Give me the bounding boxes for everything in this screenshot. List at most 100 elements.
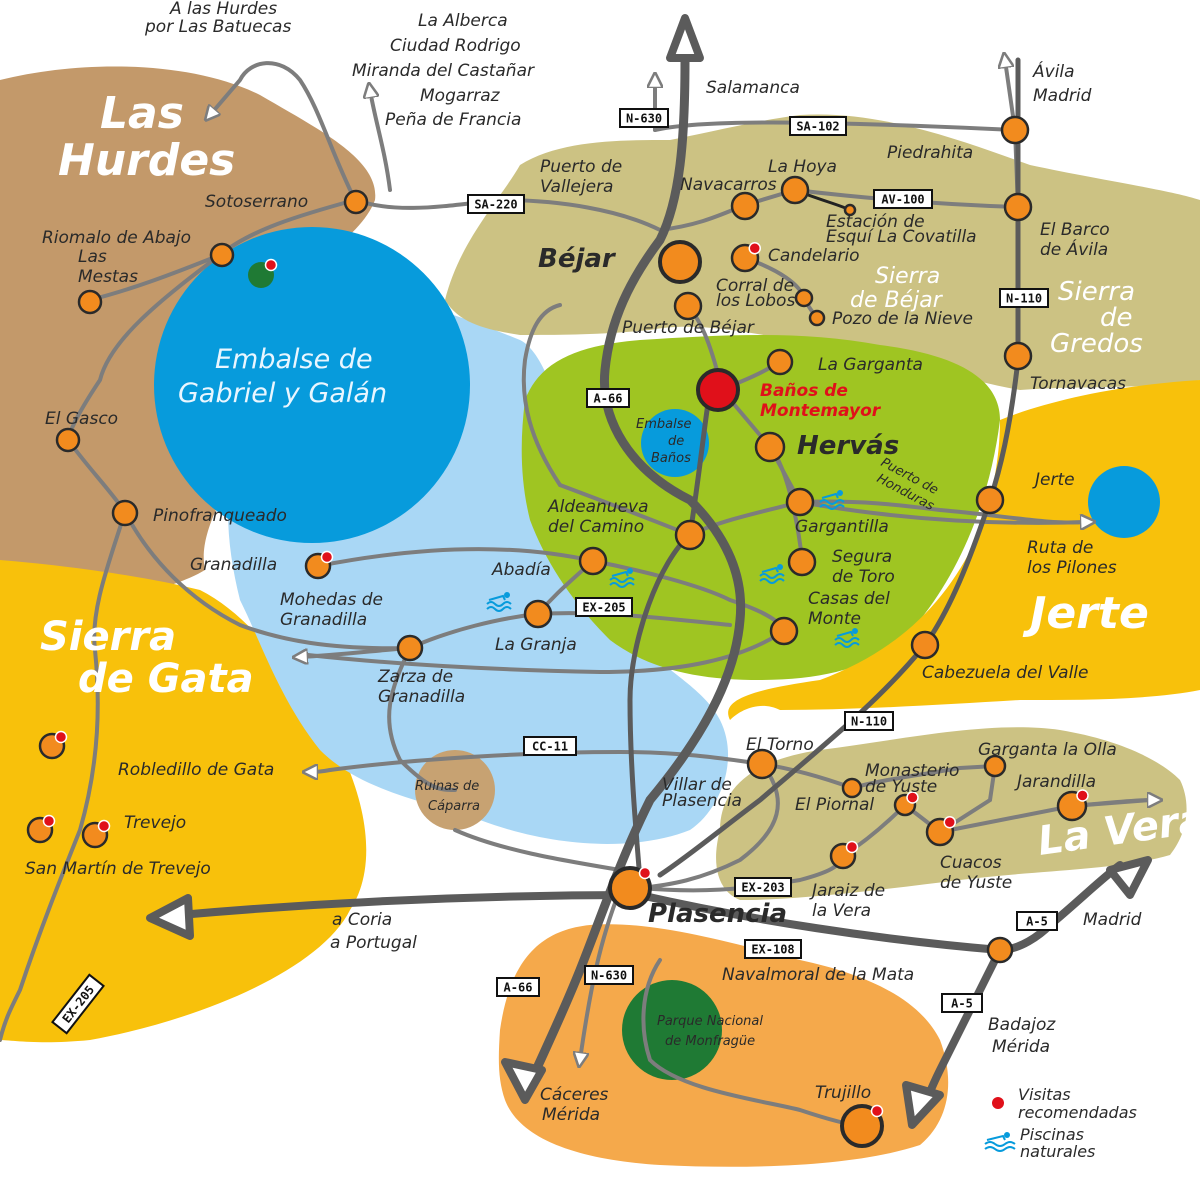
road-sign-cc11: CC-11 (523, 736, 577, 756)
road-sign-label: A-66 (504, 981, 533, 995)
town-marker-la-granja[interactable] (523, 599, 553, 629)
town-marker-casas[interactable] (769, 616, 799, 646)
town-marker-segura[interactable] (787, 547, 817, 577)
ruta-de-los-pilones-pool (1088, 466, 1160, 538)
town-marker-la-garganta[interactable] (766, 348, 794, 376)
town-marker-el-gasco[interactable] (55, 427, 81, 453)
dir-madrid-n: Madrid (1033, 86, 1092, 106)
town-marker-corral[interactable] (794, 288, 814, 308)
region-sierra-de-gata (0, 560, 367, 1043)
region-jerte (728, 380, 1200, 720)
town-label-monasterio-2: de Yuste (865, 777, 937, 797)
town-marker-el-torno[interactable] (746, 748, 778, 780)
region-label-jerte: Jerte (1022, 588, 1149, 639)
town-marker-cabezuela[interactable] (910, 630, 940, 660)
road-sign-a5-2: A-5 (941, 993, 983, 1013)
town-marker-sotoserrano[interactable] (343, 189, 369, 215)
town-label-casas-2: Monte (808, 609, 861, 629)
town-marker-tornavacas[interactable] (1003, 341, 1033, 371)
recommended-visit-dot-icon (1076, 789, 1089, 802)
legend-red-dot-icon (992, 1097, 1004, 1109)
town-marker-hervas[interactable] (754, 431, 786, 463)
road-sign-label: EX-203 (741, 881, 784, 895)
town-marker-mohedas[interactable] (396, 634, 424, 662)
town-label-hervas: Hervás (797, 431, 899, 461)
town-marker-el-piornal[interactable] (841, 777, 863, 799)
dir-hurdes-1: A las Hurdes (169, 0, 277, 19)
arrow-northeast-madrid (1106, 856, 1152, 899)
town-label-corral-1: Corral de (716, 276, 794, 296)
town-label-la-garganta: La Garganta (818, 355, 923, 375)
featured-town-marker[interactable] (696, 368, 740, 412)
road-sign-label: N-110 (1006, 292, 1042, 306)
dir-coria-1: a Coria (332, 910, 392, 930)
embalse-banos-label-3: Baños (651, 451, 691, 466)
town-marker-abadia[interactable] (578, 546, 608, 576)
town-marker-el-barco[interactable] (1003, 192, 1033, 222)
recommended-visit-dot-icon (264, 258, 278, 272)
road-sign-label: CC-11 (532, 740, 568, 754)
dir-badajoz: Badajoz (988, 1015, 1056, 1035)
swim-icons (486, 490, 860, 648)
town-marker-bejar[interactable] (658, 240, 702, 284)
dir-alberca-2: Ciudad Rodrigo (390, 36, 521, 56)
town-marker-las-mestas[interactable] (77, 289, 103, 315)
legend-visitas-1: Visitas (1018, 1085, 1071, 1104)
embalse-gabriel-label-1: Embalse de (215, 344, 373, 375)
town-label-mohedas-1: Mohedas de (280, 590, 383, 610)
town-marker-navacarros[interactable] (730, 191, 760, 221)
town-marker-riomalo[interactable] (209, 242, 235, 268)
road-sign-a66-n: A-66 (586, 388, 630, 408)
town-label-las-mestas-1: Las (78, 247, 107, 267)
region-label-hurdes-1: Las (100, 88, 184, 139)
road-sign-n110-s: N-110 (844, 711, 894, 731)
road-sign-label: N-110 (851, 715, 887, 729)
road-sign-label: SA-102 (796, 120, 839, 134)
town-label-villar-2: Plasencia (662, 791, 742, 811)
featured-town-label-2: Montemayor (760, 401, 882, 421)
town-label-el-piornal: El Piornal (795, 795, 874, 815)
town-label-granadilla: Granadilla (190, 555, 277, 575)
monfrague-label-1: Parque Nacional (657, 1014, 763, 1029)
town-marker-garganta-olla[interactable] (983, 754, 1007, 778)
caparra-label-1: Ruinas de (415, 779, 479, 794)
town-marker-pinofranqueado[interactable] (111, 499, 139, 527)
town-marker-plasencia[interactable] (608, 866, 652, 910)
legend-visitas-2: recomendadas (1018, 1103, 1137, 1122)
region-label-gredos-3: Gredos (1050, 329, 1143, 359)
town-marker-navalmoral[interactable] (986, 936, 1014, 964)
town-label-robledillo: Robledillo de Gata (118, 760, 274, 780)
road-sign-n630-n: N-630 (619, 108, 669, 128)
town-marker-estacion[interactable] (843, 203, 857, 217)
road-sign-label: A-66 (594, 392, 623, 406)
natural-pool-swim-icon (834, 628, 860, 648)
town-marker-puerto-bejar[interactable] (673, 291, 703, 321)
town-marker-piedrahita[interactable] (1000, 115, 1030, 145)
town-marker-la-hoya[interactable] (780, 175, 810, 205)
region-label-bejar-2: de Béjar (850, 288, 944, 313)
road-sign-label: A-5 (951, 997, 973, 1011)
town-marker-trujillo[interactable] (840, 1104, 884, 1148)
town-label-gargantilla: Gargantilla (795, 517, 889, 537)
town-label-tornavacas: Tornavacas (1030, 374, 1126, 394)
recommended-visit-dot-icon (320, 550, 334, 564)
town-marker-gargantilla[interactable] (785, 487, 815, 517)
town-label-abadia: Abadía (491, 560, 551, 580)
town-label-el-torno: El Torno (746, 735, 814, 755)
recommended-visit-dot-icon (638, 866, 652, 880)
town-label-las-mestas-2: Mestas (78, 267, 138, 287)
n630-road (627, 387, 713, 883)
embalse-de-banos (641, 409, 709, 477)
recommended-visit-dot-icon (748, 242, 761, 255)
town-label-plasencia: Plasencia (648, 899, 787, 929)
town-label-segura-2: de Toro (832, 567, 895, 587)
town-label-puerto-vallejera-1: Puerto de (540, 157, 622, 177)
town-marker-aldeanueva[interactable] (674, 519, 706, 551)
natural-pool-swim-icon (759, 564, 785, 584)
town-marker-pozo-nieve[interactable] (808, 309, 826, 327)
town-marker-jerte-town[interactable] (975, 485, 1005, 515)
road-sign-label: SA-220 (474, 198, 517, 212)
recommended-visit-dot-icon (54, 730, 68, 744)
town-label-aldeanueva-2: del Camino (548, 517, 644, 537)
dir-coria-2: a Portugal (330, 933, 417, 953)
